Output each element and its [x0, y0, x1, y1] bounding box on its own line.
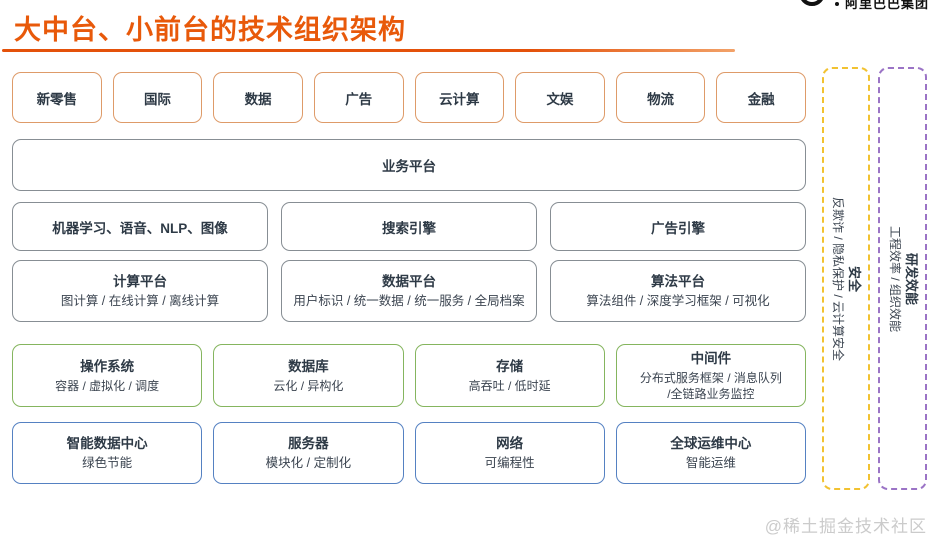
business-unit-box: 文娱 [515, 72, 605, 123]
dc-box-subtitle: 可编程性 [484, 456, 535, 471]
platform-box-title: 计算平台 [113, 274, 167, 290]
datacenter-layer-row: 智能数据中心 绿色节能 服务器 模块化 / 定制化 网络 可编程性 全球运维中心… [12, 422, 806, 484]
title-underline [2, 49, 735, 52]
infra-box-subtitle: 分布式服务框架 / 消息队列 /全链路业务监控 [639, 370, 782, 401]
dc-box-datacenter: 智能数据中心 绿色节能 [12, 422, 203, 484]
platform-box-title: 数据平台 [382, 274, 436, 290]
dc-box-server: 服务器 模块化 / 定制化 [213, 422, 404, 484]
infra-box-subtitle: 云化 / 异构化 [273, 378, 344, 393]
dc-box-subtitle: 智能运维 [685, 456, 736, 471]
business-unit-label: 国际 [143, 91, 171, 107]
infra-box-title: 操作系统 [80, 358, 135, 374]
infra-box-database: 数据库 云化 / 异构化 [213, 344, 404, 407]
alibaba-smile-icon [799, 0, 825, 6]
engine-box: 搜索引擎 [281, 202, 537, 251]
engine-box: 机器学习、语音、NLP、图像 [12, 202, 268, 251]
platform-box-title: 算法平台 [651, 274, 705, 290]
platform-box-subtitle: 用户标识 / 统一数据 / 统一服务 / 全局档案 [293, 294, 525, 309]
page-title: 大中台、小前台的技术组织架构 [14, 15, 406, 45]
dc-box-network: 网络 可编程性 [414, 422, 605, 484]
engine-layer-row: 机器学习、语音、NLP、图像 搜索引擎 广告引擎 [12, 202, 806, 251]
infra-box-title: 数据库 [288, 358, 329, 374]
business-platform-box: 业务平台 [12, 139, 806, 191]
side-column-title: 安全 [847, 265, 863, 292]
business-unit-label: 新零售 [36, 91, 78, 107]
platform-box-algorithm: 算法平台 算法组件 / 深度学习框架 / 可视化 [550, 260, 806, 322]
business-platform-row: 业务平台 [12, 139, 806, 191]
infra-box-middleware: 中间件 分布式服务框架 / 消息队列 /全链路业务监控 [615, 344, 806, 407]
business-unit-label: 文娱 [546, 91, 574, 107]
infra-box-title: 中间件 [690, 350, 732, 366]
watermark: @稀土掘金技术社区 [764, 517, 927, 536]
business-unit-label: 广告 [345, 91, 373, 107]
infra-box-subtitle: 容器 / 虚拟化 / 调度 [55, 378, 160, 393]
business-unit-box: 广告 [313, 72, 404, 123]
side-column-rd-content: 研发效能 工程效率 / 组织效能 [886, 69, 919, 489]
business-unit-box: 国际 [112, 72, 203, 123]
platform-box-compute: 计算平台 图计算 / 在线计算 / 离线计算 [12, 260, 268, 322]
engine-label: 广告引擎 [651, 220, 705, 236]
engine-label: 机器学习、语音、NLP、图像 [52, 220, 228, 236]
logo-dot-icon [835, 2, 839, 6]
side-column-security-content: 安全 反欺诈 / 隐私保护 / 云计算安全 [830, 69, 862, 489]
infra-box-os: 操作系统 容器 / 虚拟化 / 调度 [12, 344, 203, 407]
dc-box-title: 全球运维中心 [670, 436, 752, 452]
business-unit-label: 金融 [747, 91, 775, 107]
infra-box-subtitle: 高吞吐 / 低时延 [468, 378, 551, 393]
business-unit-box: 金融 [716, 72, 806, 123]
business-platform-label: 业务平台 [382, 159, 436, 174]
business-unit-box: 物流 [615, 72, 706, 123]
engine-box: 广告引擎 [550, 202, 806, 251]
business-units-row: 新零售 国际 数据 广告 云计算 文娱 物流 金融 [12, 72, 806, 123]
dc-box-title: 服务器 [288, 436, 329, 452]
business-unit-label: 数据 [244, 91, 272, 107]
dc-box-title: 智能数据中心 [66, 436, 148, 452]
business-unit-label: 云计算 [439, 91, 480, 107]
dc-box-subtitle: 模块化 / 定制化 [265, 456, 352, 471]
business-unit-box: 新零售 [12, 72, 102, 123]
platform-box-subtitle: 图计算 / 在线计算 / 离线计算 [60, 294, 220, 309]
alibaba-logo: 阿里巴巴集团 [795, 0, 930, 11]
infra-layer-row: 操作系统 容器 / 虚拟化 / 调度 数据库 云化 / 异构化 存储 高吞吐 /… [12, 344, 806, 407]
infra-box-storage: 存储 高吞吐 / 低时延 [414, 344, 605, 407]
platform-box-data: 数据平台 用户标识 / 统一数据 / 统一服务 / 全局档案 [281, 260, 537, 322]
engine-label: 搜索引擎 [382, 220, 436, 236]
side-column-subtitle: 工程效率 / 组织效能 [887, 225, 902, 332]
dc-box-ops-center: 全球运维中心 智能运维 [615, 422, 806, 484]
business-unit-box: 数据 [213, 72, 303, 123]
business-unit-box: 云计算 [414, 72, 505, 123]
platform-layer-row: 计算平台 图计算 / 在线计算 / 离线计算 数据平台 用户标识 / 统一数据 … [12, 260, 806, 322]
dc-box-title: 网络 [496, 436, 524, 452]
dc-box-subtitle: 绿色节能 [82, 456, 133, 471]
side-column-security: 安全 反欺诈 / 隐私保护 / 云计算安全 [822, 67, 870, 490]
infra-box-title: 存储 [496, 358, 524, 374]
business-unit-label: 物流 [647, 91, 675, 107]
logo-text: 阿里巴巴集团 [845, 0, 930, 11]
platform-box-subtitle: 算法组件 / 深度学习框架 / 可视化 [586, 294, 770, 309]
side-column-title: 研发效能 [903, 252, 919, 305]
side-column-subtitle: 反欺诈 / 隐私保护 / 云计算安全 [831, 196, 846, 361]
side-column-rd-efficiency: 研发效能 工程效率 / 组织效能 [878, 67, 927, 490]
